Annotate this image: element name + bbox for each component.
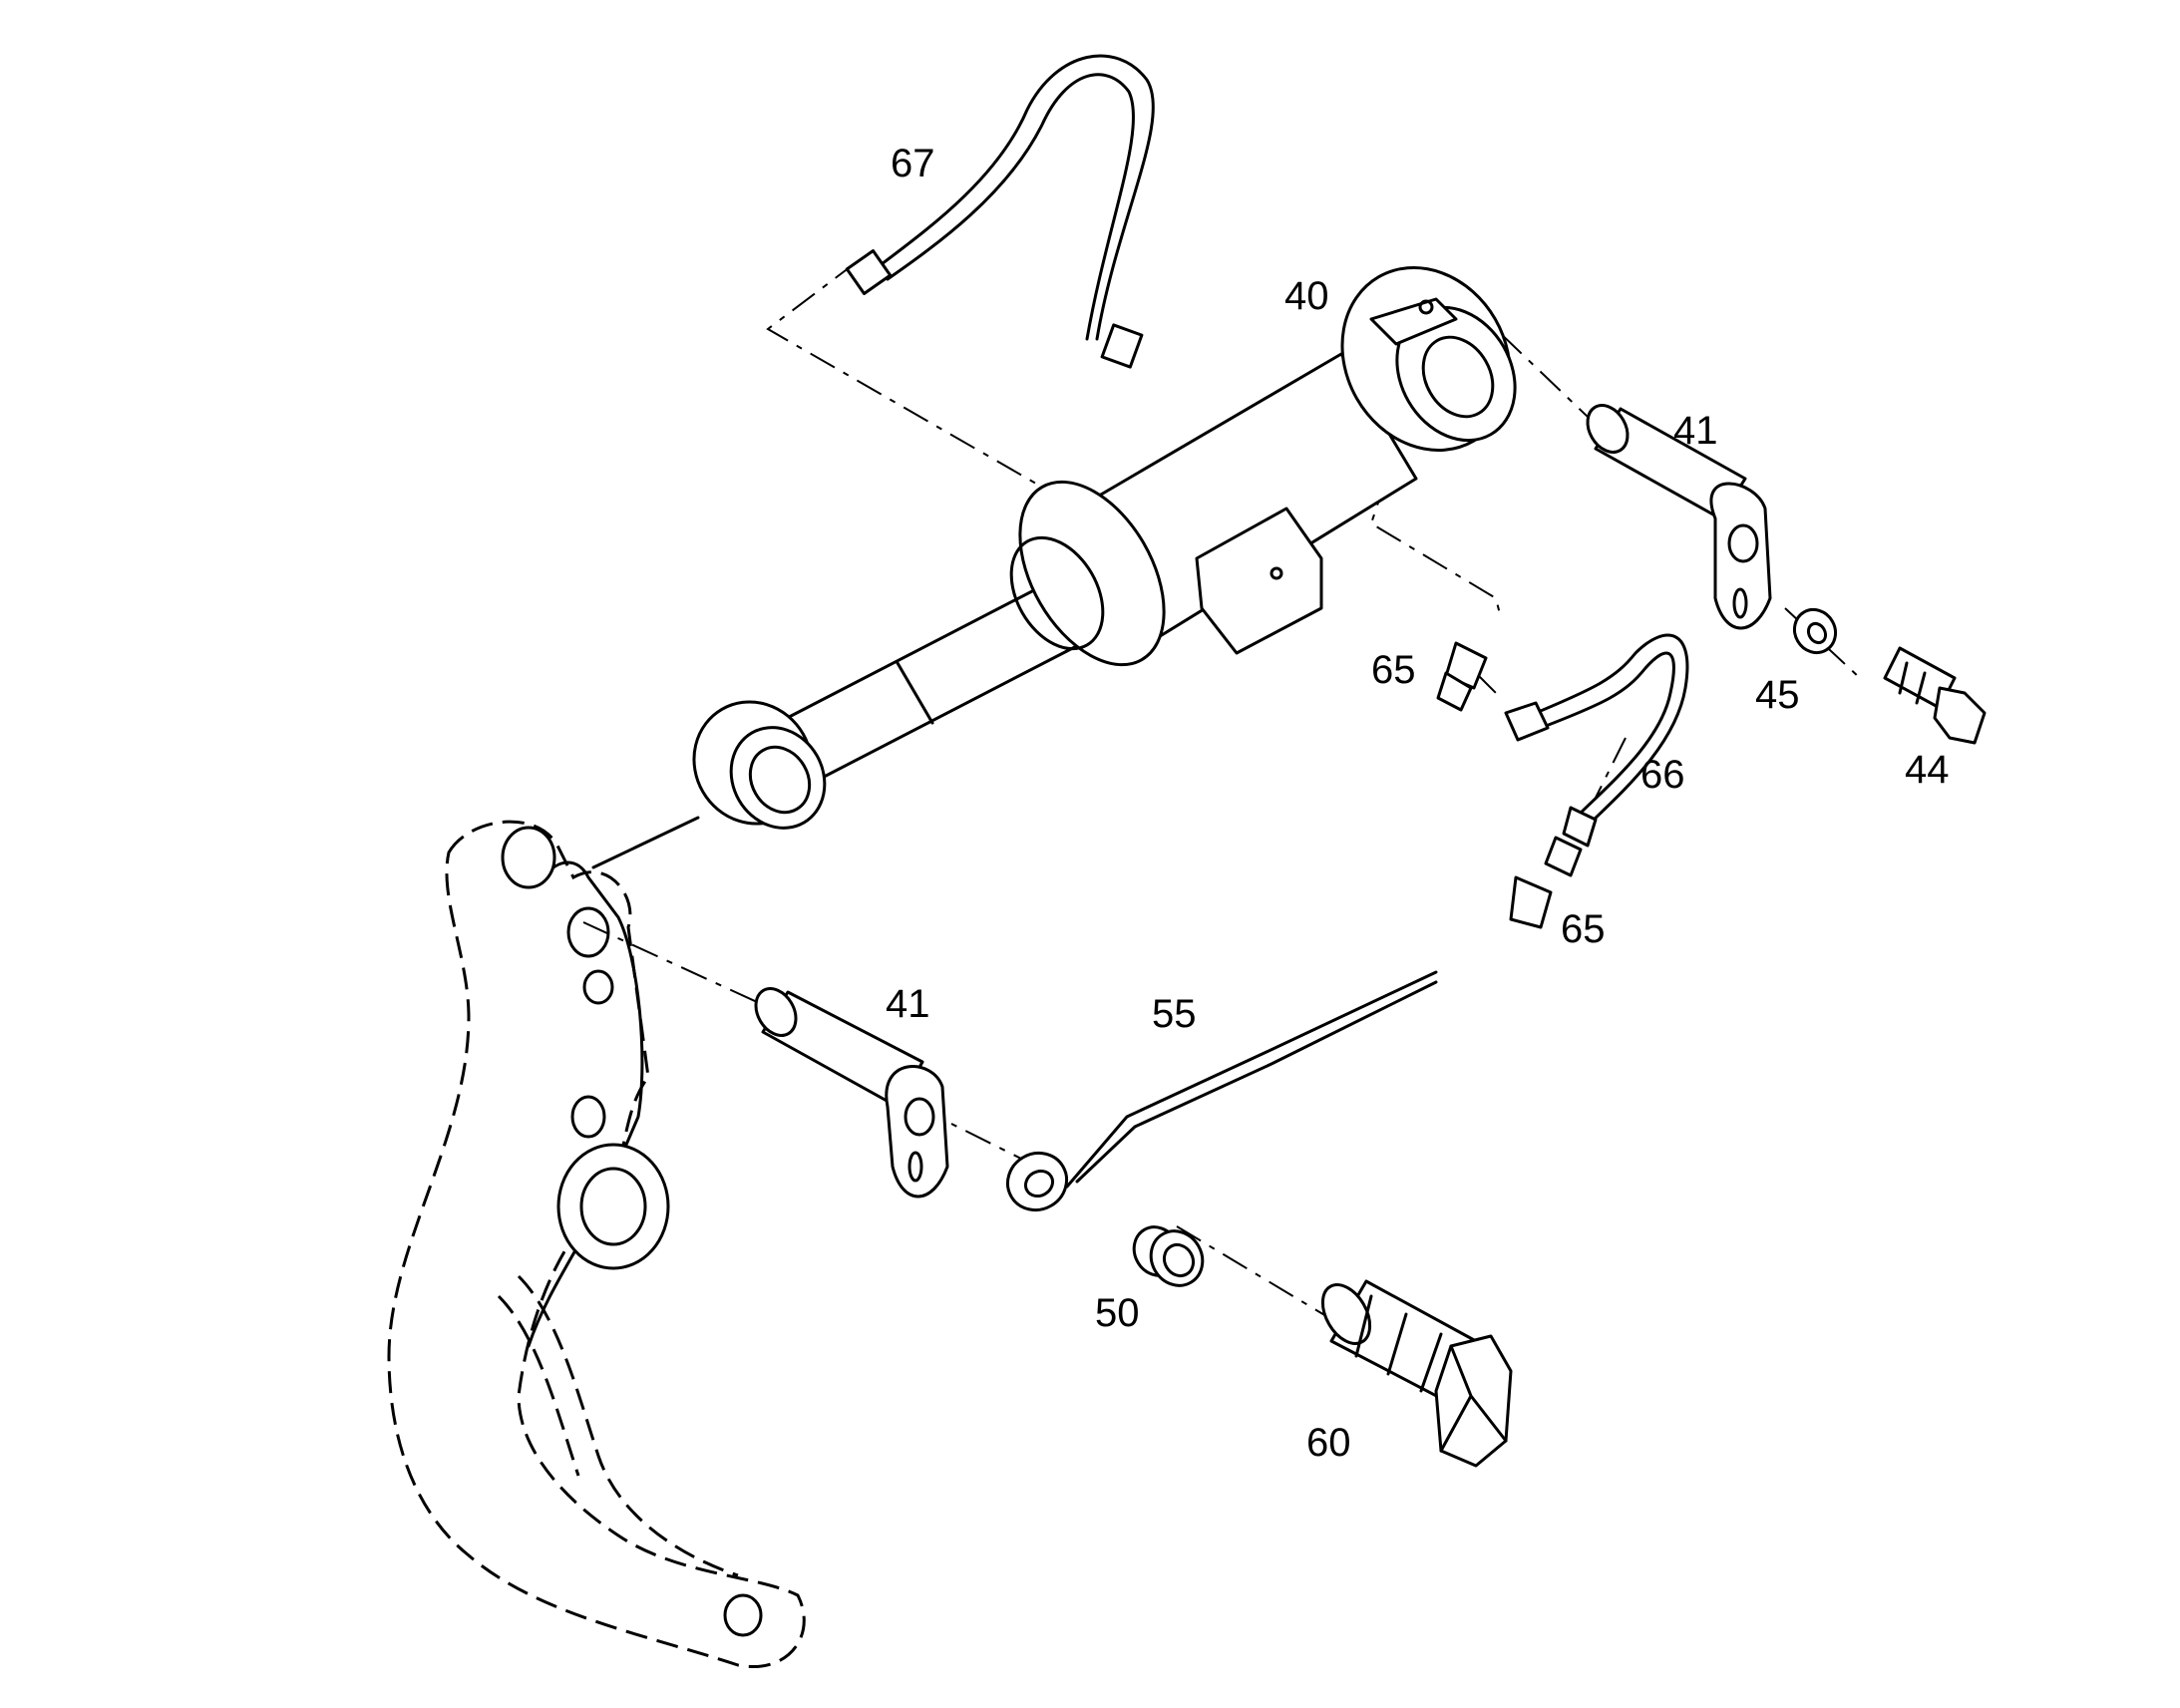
callout-labels: 67 40 41 65 45 44 66 65 41 55 50 60 [886,142,1950,1465]
mounting-arm [387,820,806,1668]
callout-41-bottom: 41 [886,982,930,1026]
hose-67-fitting-right [1100,323,1144,369]
arm-bushing [556,1143,670,1270]
hose-67-fitting-left [845,249,893,295]
hydraulic-cylinder-40 [692,266,1517,830]
hose-66 [1504,633,1689,848]
callout-40: 40 [1284,274,1329,318]
callout-45: 45 [1755,673,1800,717]
callout-65-top: 65 [1371,648,1416,692]
bolt-60 [1320,1279,1513,1468]
bolt-44 [1883,646,1987,745]
callout-67: 67 [891,142,935,185]
callout-55: 55 [1152,992,1197,1036]
callout-65-bottom: 65 [1561,907,1606,951]
lube-line-55 [1005,970,1438,1212]
pin-41-top [1586,404,1772,630]
callout-44: 44 [1905,748,1950,792]
callout-50: 50 [1095,1291,1140,1335]
bushing-50 [1132,1225,1205,1287]
fitting-65-bottom [1509,836,1583,929]
callout-60: 60 [1306,1421,1351,1465]
callout-41-top: 41 [1673,409,1718,453]
arm-upper-hole [501,826,556,889]
fitting-65-top [1436,641,1488,712]
pin-41-bottom [754,987,949,1198]
hose-67 [845,54,1155,369]
washer-45 [1792,607,1838,655]
callout-66: 66 [1640,753,1685,797]
